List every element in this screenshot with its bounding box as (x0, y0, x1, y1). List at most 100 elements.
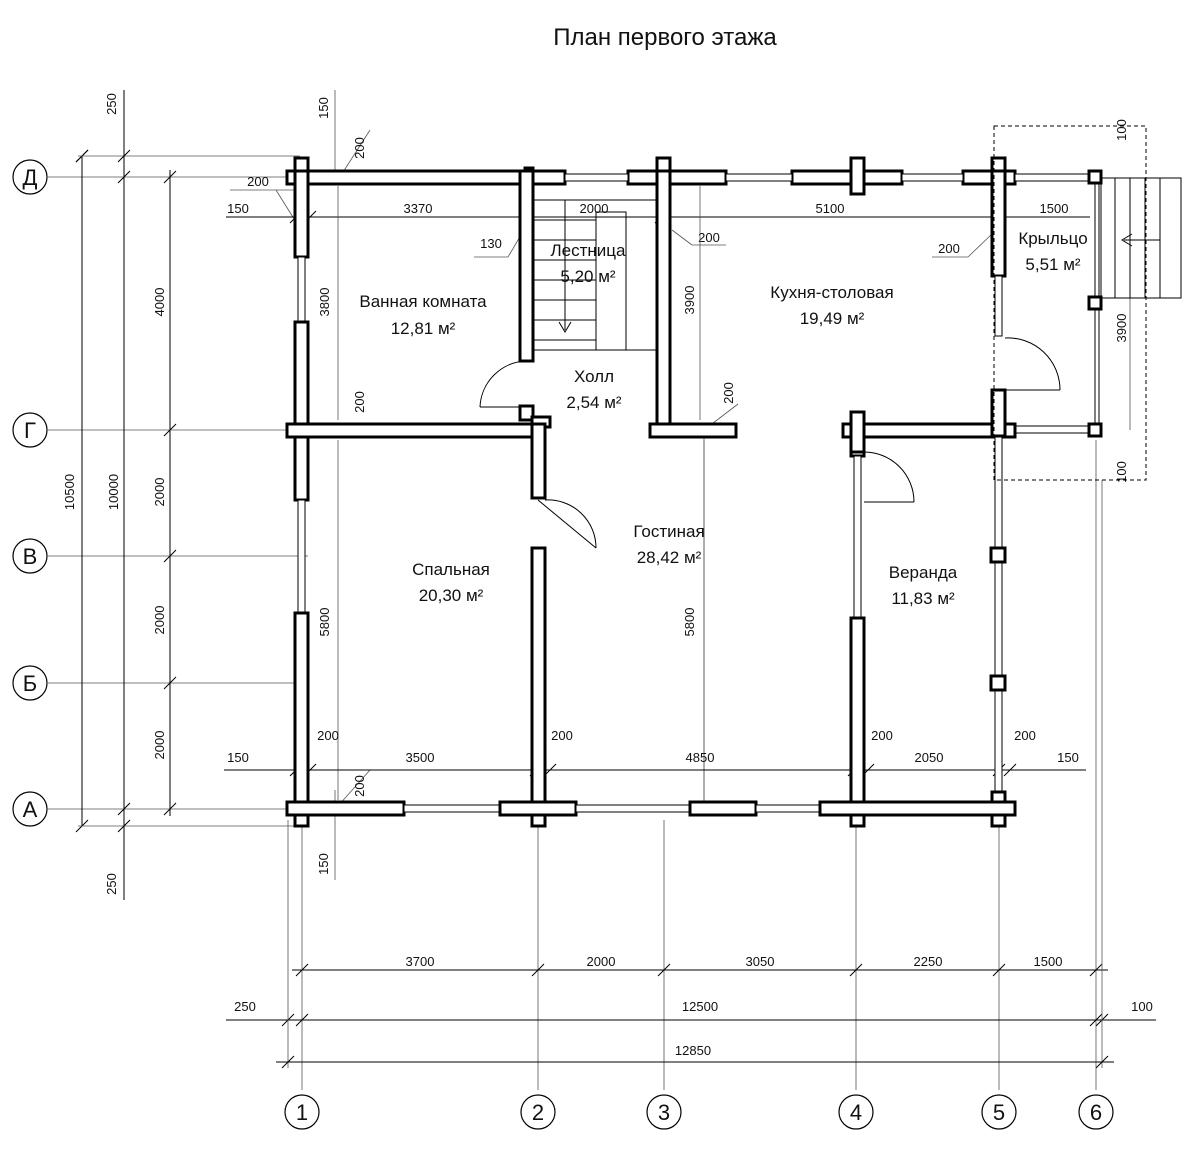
dim-kitchen-3900: 3900 (682, 286, 697, 315)
row-axis-bubble-d (12, 159, 48, 195)
room-area-living: 28,42 м² (637, 548, 702, 567)
col-axis-label-2: 2 (532, 1100, 544, 1125)
dim-bottom-row-2050: 2050 (915, 750, 944, 765)
bottom-row-dimension-line (224, 763, 1086, 777)
dim-top-left-200: 200 (247, 174, 269, 189)
dim-left-2000-c: 2000 (152, 731, 167, 760)
bottom-dimension-chains (226, 480, 1156, 1069)
dim-bottom-wall-200-a: 200 (317, 728, 339, 743)
row-axis-label-b: Б (23, 671, 37, 696)
dim-bottom-row-150-left: 150 (227, 750, 249, 765)
room-labels: Ванная комната 12,81 м² Лестница 5,20 м²… (359, 229, 1087, 608)
col-axis-label-4: 4 (850, 1100, 862, 1125)
col-axis-label-6: 6 (1090, 1100, 1102, 1125)
room-area-bath: 12,81 м² (391, 319, 456, 338)
dim-bottom-row-150-right: 150 (1057, 750, 1079, 765)
doors (479, 337, 1061, 549)
row-axis-bubble-v (12, 538, 48, 574)
dim-porch-100-top: 100 (1114, 119, 1129, 141)
stairs (533, 199, 657, 351)
dim-overall-12850: 12850 (675, 1043, 711, 1058)
dim-bottom-row-4850: 4850 (686, 750, 715, 765)
dim-axes-2000: 2000 (587, 954, 616, 969)
dim-bottom-wall-200-b: 200 (551, 728, 573, 743)
row-axis-label-v: В (23, 544, 38, 569)
dim-top-row-5100: 5100 (816, 201, 845, 216)
plan-title: План первого этажа (553, 24, 777, 51)
room-name-hall: Холл (574, 367, 614, 386)
porch (993, 125, 1182, 481)
room-name-porch: Крыльцо (1018, 229, 1087, 248)
dim-bottom-wall-200-c: 200 (871, 728, 893, 743)
dim-bottom-200: 200 (352, 775, 367, 797)
dim-leader-130: 130 (480, 236, 502, 251)
dim-leader-200-porch: 200 (938, 241, 960, 256)
dim-bottom-wall-200-d: 200 (1014, 728, 1036, 743)
room-name-bath: Ванная комната (359, 292, 487, 311)
col-axis-bubble-2 (520, 1094, 556, 1130)
dim-top-row-2000: 2000 (580, 201, 609, 216)
dim-leader-200-kitchen: 200 (698, 230, 720, 245)
dim-bottom-row-3500: 3500 (406, 750, 435, 765)
room-area-hall: 2,54 м² (566, 393, 621, 412)
dim-left-10500: 10500 (62, 474, 77, 510)
col-axis-bubble-5 (981, 1094, 1017, 1130)
row-axis-bubbles (12, 159, 48, 827)
dim-bedroom-5800: 5800 (317, 608, 332, 637)
column-axis-bubbles (284, 1094, 1114, 1130)
walls (285, 156, 1091, 828)
dim-living-5800: 5800 (682, 608, 697, 637)
row-axis-bubble-a (12, 791, 48, 827)
dim-axes-2250: 2250 (914, 954, 943, 969)
room-area-kitchen: 19,49 м² (800, 309, 865, 328)
dim-mid-200-left: 200 (352, 391, 367, 413)
dim-leader-200-hall: 200 (721, 382, 736, 404)
room-height-dims (337, 186, 1131, 800)
row-axis-bubble-b (12, 665, 48, 701)
row-axis-bubble-g (12, 412, 48, 448)
room-name-stairs: Лестница (551, 241, 627, 260)
dim-top-200: 200 (352, 137, 367, 159)
col-axis-label-5: 5 (993, 1100, 1005, 1125)
room-name-living: Гостиная (633, 522, 704, 541)
dim-overall-12500: 12500 (682, 999, 718, 1014)
dim-top-row-1500: 1500 (1040, 201, 1069, 216)
dim-porch-100-bottom: 100 (1114, 461, 1129, 483)
dim-overall-100: 100 (1131, 999, 1153, 1014)
room-area-porch: 5,51 м² (1025, 255, 1080, 274)
col-axis-bubble-6 (1078, 1094, 1114, 1130)
col-axis-label-3: 3 (658, 1100, 670, 1125)
row-axis-label-g: Г (24, 418, 36, 443)
room-name-veranda: Веранда (889, 563, 958, 582)
dim-left-250-bottom: 250 (104, 873, 119, 895)
row-axis-label-d: Д (23, 165, 38, 190)
room-area-bedroom: 20,30 м² (419, 586, 484, 605)
room-name-bedroom: Спальная (412, 560, 490, 579)
dim-left-2000-b: 2000 (152, 606, 167, 635)
dim-bottom-150: 150 (316, 853, 331, 875)
dim-top-150: 150 (316, 97, 331, 119)
room-area-stairs: 5,20 м² (560, 267, 615, 286)
offset-leaders (225, 90, 1085, 880)
dim-overall-250: 250 (234, 999, 256, 1014)
room-area-veranda: 11,83 м² (891, 589, 955, 608)
dim-left-4000: 4000 (152, 288, 167, 317)
col-axis-bubble-1 (284, 1094, 320, 1130)
dim-left-250-top: 250 (104, 93, 119, 115)
col-axis-bubble-4 (838, 1094, 874, 1130)
dim-bath-3800: 3800 (317, 288, 332, 317)
dim-axes-3700: 3700 (406, 954, 435, 969)
dim-porch-3900: 3900 (1114, 314, 1129, 343)
dim-top-row-150: 150 (227, 201, 249, 216)
row-axis-label-a: А (23, 797, 38, 822)
dim-top-row-3370: 3370 (404, 201, 433, 216)
col-axis-label-1: 1 (296, 1100, 308, 1125)
col-axis-bubble-3 (646, 1094, 682, 1130)
dim-left-2000-a: 2000 (152, 478, 167, 507)
dim-left-10000: 10000 (106, 474, 121, 510)
dim-axes-3050: 3050 (746, 954, 775, 969)
room-name-kitchen: Кухня-столовая (770, 283, 893, 302)
dim-axes-1500: 1500 (1034, 954, 1063, 969)
left-dimension-chains (75, 90, 300, 900)
